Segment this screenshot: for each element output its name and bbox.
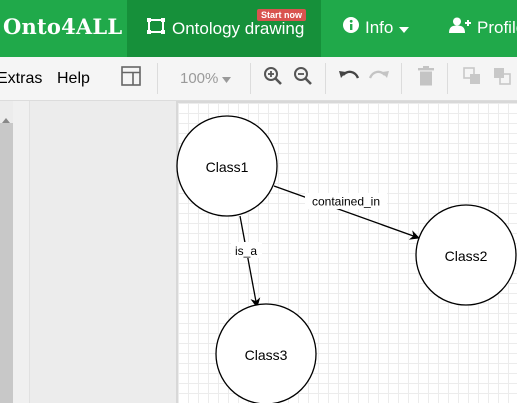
redo-button[interactable] [367,57,391,100]
edge-contained-in[interactable]: contained_in [273,185,420,240]
edge-label-is-a: is_a [235,244,257,258]
toolbar-separator [250,63,251,94]
toolbar-separator [157,63,158,94]
zoom-in-button[interactable] [262,57,284,100]
node-class3[interactable]: Class3 [215,303,317,403]
menu-extras[interactable]: Extras [0,70,43,87]
ontology-icon [146,17,166,40]
toolbar-separator [325,63,326,94]
scroll-up-arrow-icon [2,110,10,128]
top-navbar: Onto4ALL Ontology drawing Start now Info [0,0,517,57]
undo-button[interactable] [337,57,361,100]
canvas-border-left [176,101,178,403]
nav-profile-label: Profile [477,17,517,37]
nav-info-dropdown[interactable]: Info [343,17,410,38]
caret-down-icon [221,70,231,88]
zoom-out-icon [293,66,313,91]
to-back-button[interactable] [490,57,514,100]
menu-help[interactable]: Help [57,70,90,87]
delete-button[interactable] [414,57,438,100]
add-user-icon [449,17,471,38]
to-back-icon [493,67,511,90]
undo-icon [338,69,360,88]
toolbar-separator [401,63,402,94]
zoom-in-icon [263,66,283,91]
node-label-class2: Class2 [445,248,488,264]
nav-info-label: Info [365,17,394,37]
nav-ontology-drawing-label: Ontology drawing [172,18,305,38]
sidebar-scrollbar-track[interactable] [0,101,13,403]
toolbar-separator [447,63,448,94]
start-now-badge: Start now [257,9,307,21]
editor-background [30,101,178,403]
info-icon [343,17,359,38]
to-front-button[interactable] [460,57,484,100]
nav-profile[interactable]: Profile [449,17,517,38]
format-panel-toggle[interactable] [118,57,144,100]
canvas-border-top [176,101,517,103]
shapes-sidebar [13,101,30,403]
node-label-class1: Class1 [206,159,249,175]
scrollbar-up-button[interactable] [0,101,13,123]
node-class2[interactable]: Class2 [415,204,517,306]
edge-is-a[interactable]: is_a [231,215,262,308]
editor-toolbar: Extras Help 100% [0,57,517,101]
node-label-class3: Class3 [245,347,288,363]
caret-down-icon [399,18,410,38]
panel-layout-icon [121,66,141,91]
zoom-caret[interactable] [220,57,232,100]
redo-icon [368,69,390,88]
edge-label-contained-in: contained_in [312,195,380,209]
brand-logo[interactable]: Onto4ALL [3,14,123,39]
trash-icon [418,66,434,91]
nav-ontology-drawing-link[interactable]: Ontology drawing [146,17,304,40]
to-front-icon [463,67,481,90]
node-class1[interactable]: Class1 [176,115,278,217]
zoom-level-select[interactable]: 100% [180,70,219,87]
zoom-out-button[interactable] [292,57,314,100]
